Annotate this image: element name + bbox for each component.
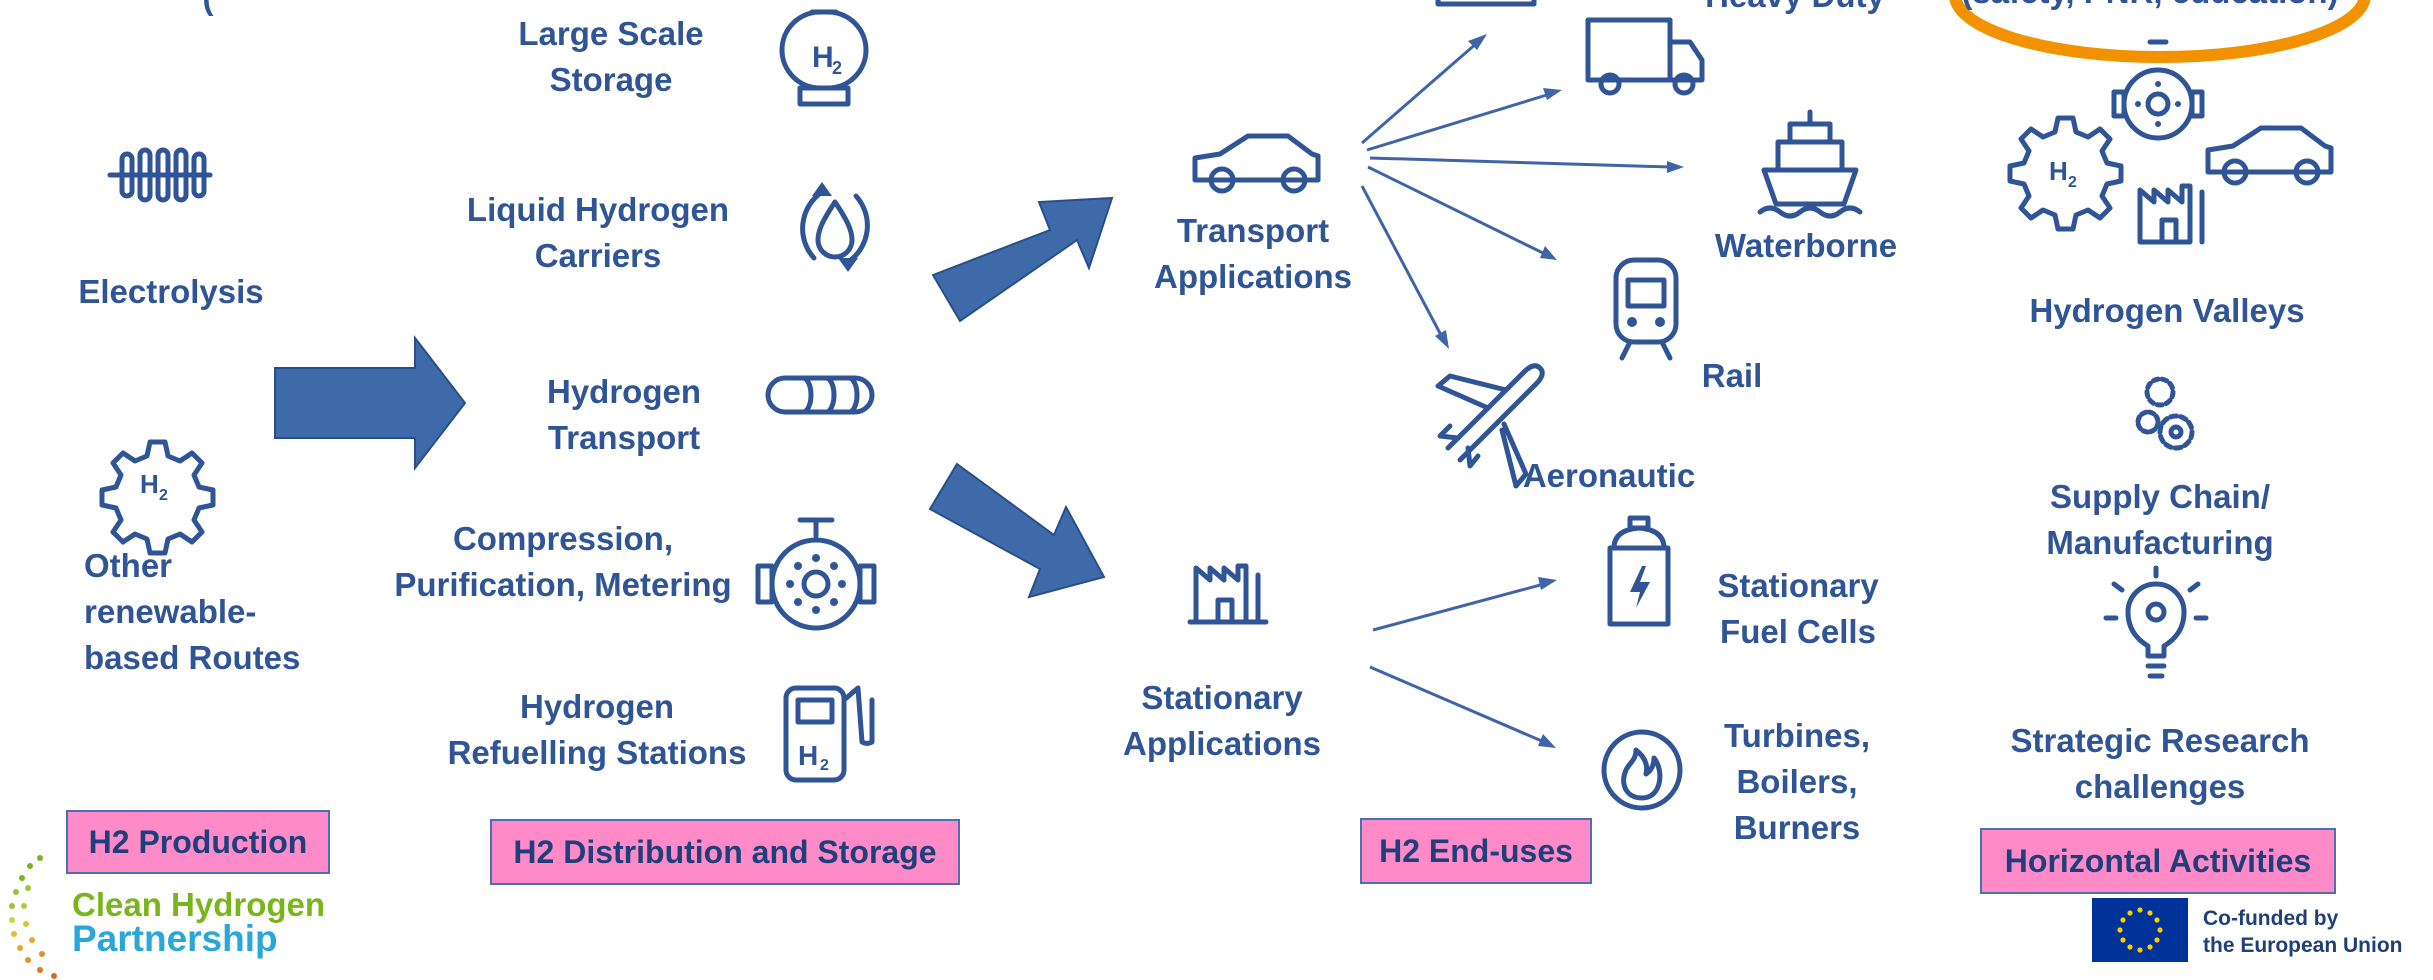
tag-horizontal-activities: Horizontal Activities (1980, 828, 2336, 894)
partnership-logo-line1: Clean Hydrogen (72, 886, 326, 923)
svg-text:2: 2 (832, 58, 842, 78)
factory-icon (1187, 563, 1269, 625)
label-transport-applications: Transport Applications (1153, 212, 1353, 295)
h2-gear-icon-horizontal: H 2 (2007, 115, 2124, 232)
callout-ellipse (1949, 0, 2371, 63)
airplane-icon (1435, 363, 1545, 489)
tag-h2-end-uses: H2 End-uses (1360, 818, 1592, 884)
tag-h2-distribution: H2 Distribution and Storage (490, 819, 960, 885)
svg-text:2: 2 (2068, 174, 2077, 191)
label-aeronautic: Aeronautic (1522, 457, 1696, 494)
production-arrow (274, 335, 467, 471)
production-top-partial: ( (203, 0, 214, 21)
partnership-logo-line2: Partnership (72, 918, 278, 959)
stationary-block-arrow (928, 462, 1106, 599)
eu-cofunded-text: Co-funded by the European Union (2203, 907, 2403, 957)
svg-text:2: 2 (159, 487, 168, 504)
label-electrolysis: Electrolysis (78, 273, 264, 310)
label-strategic-research: Strategic Research challenges (2010, 722, 2310, 805)
droplet-cycle-icon (800, 182, 870, 272)
svg-text:H: H (812, 41, 834, 74)
transport-arrows (1360, 34, 1684, 349)
svg-text:2: 2 (820, 757, 829, 774)
label-rail: Rail (1701, 357, 1763, 394)
truck-icon (1585, 17, 1705, 96)
label-stationary-fuel-cells: Stationary Fuel Cells (1717, 567, 1879, 650)
label-supply-chain: Supply Chain/ Manufacturing (2046, 478, 2274, 561)
eu-flag-icon (2092, 898, 2188, 962)
label-waterborne: Waterborne (1714, 227, 1898, 264)
label-large-scale-storage: Large Scale Storage (518, 15, 704, 98)
label-liquid-carriers: Liquid Hydrogen Carriers (466, 191, 730, 274)
cropped-top-icon (1435, 0, 1537, 7)
valve-icon (755, 517, 877, 631)
partnership-logo-mark (9, 855, 57, 979)
label-turbines: Turbines, Boilers, Burners (1723, 717, 1871, 846)
label-hydrogen-valleys: Hydrogen Valleys (2029, 292, 2305, 329)
label-hydrogen-transport: Hydrogen Transport (546, 373, 702, 456)
ship-icon (1757, 109, 1863, 219)
svg-text:H: H (140, 469, 159, 499)
label-heavy-duty: Heavy Duty (1705, 0, 1885, 19)
fuel-pump-icon: H 2 (783, 685, 875, 783)
label-refuelling-stations: Hydrogen Refuelling Stations (447, 688, 747, 771)
transport-block-arrow (931, 196, 1114, 323)
stationary-arrows (1369, 577, 1557, 748)
factory-icon-horizontal (2137, 183, 2205, 245)
pipeline-icon (765, 375, 875, 415)
label-callout-safety: (safety, PNR, education) (1961, 0, 2338, 15)
gears-icon (2135, 376, 2195, 451)
car-icon-horizontal (2205, 125, 2334, 186)
flame-icon (1601, 729, 1683, 811)
label-stationary-applications: Stationary Applications (1122, 679, 1322, 762)
svg-text:H: H (798, 740, 818, 771)
label-compression: Compression, Purification, Metering (394, 520, 732, 603)
train-icon (1613, 257, 1679, 361)
storage-tank-icon: H 2 (779, 9, 869, 107)
electrolysis-icon (107, 147, 213, 203)
tag-h2-production: H2 Production (66, 810, 330, 874)
lightbulb-icon (2103, 565, 2209, 679)
label-other-routes: Other renewable- based Routes (84, 547, 301, 676)
valve-icon-horizontal (2111, 39, 2205, 141)
svg-text:H: H (2049, 156, 2068, 186)
car-icon (1192, 133, 1321, 194)
fuel-cell-icon (1607, 515, 1671, 627)
h2-gear-icon: H 2 (99, 439, 216, 556)
